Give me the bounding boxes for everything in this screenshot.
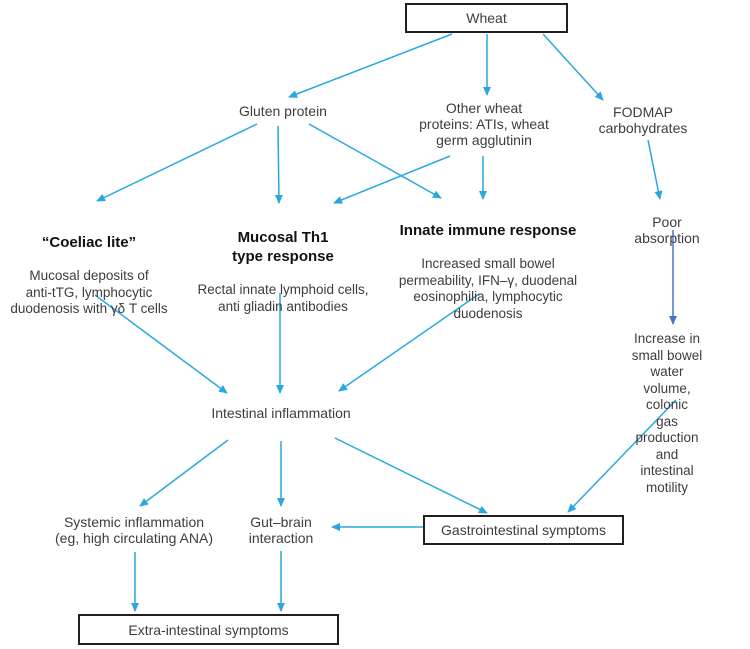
- arrow-fodmap-to-poor-absorption: [647, 139, 663, 200]
- innate-immune-body: Increased small bowel permeability, IFN–…: [398, 256, 578, 321]
- node-intestinal-inflammation: Intestinal inflammation: [211, 405, 351, 421]
- arrow-wheat-to-gluten-protein: [288, 33, 453, 98]
- node-systemic-inflammation: Systemic inflammation (eg, high circulat…: [55, 514, 213, 546]
- node-wheat: Wheat: [405, 3, 568, 33]
- arrow-gluten-to-mucosal-th1: [274, 125, 283, 204]
- node-increase-small-bowel: Increase in small bowel water volume, co…: [631, 331, 703, 495]
- coeliac-lite-body: Mucosal deposits of anti-tTG, lymphocyti…: [10, 268, 168, 316]
- node-extra-intestinal-symptoms: Extra-intestinal symptoms: [78, 614, 339, 645]
- arrow-intestinal-to-systemic-inflammation: [139, 439, 229, 507]
- node-poor-absorption: Poor absorption: [634, 214, 700, 246]
- node-gastrointestinal-symptoms: Gastrointestinal symptoms: [423, 515, 624, 545]
- node-coeliac-lite: “Coeliac lite” Mucosal deposits of anti-…: [10, 217, 167, 334]
- arrow-gluten-to-coeliac-lite: [96, 123, 258, 202]
- arrow-other-wheat-to-mucosal-th1: [333, 155, 451, 204]
- node-other-wheat-proteins: Other wheat proteins: ATIs, wheat germ a…: [419, 100, 549, 148]
- node-gluten-protein: Gluten protein: [239, 103, 327, 119]
- mucosal-th1-body: Rectal innate lymphoid cells, anti gliad…: [197, 282, 369, 314]
- arrow-wheat-to-fodmap: [542, 33, 604, 101]
- node-fodmap-carbohydrates: FODMAP carbohydrates: [598, 104, 688, 136]
- arrow-intestinal-to-gastrointestinal: [334, 437, 488, 514]
- mucosal-th1-heading: Mucosal Th1 type response: [232, 229, 334, 265]
- node-innate-immune-response: Innate immune response Increased small b…: [399, 205, 577, 338]
- node-mucosal-th1: Mucosal Th1 type response Rectal innate …: [197, 212, 368, 331]
- node-gut-brain-interaction: Gut–brain interaction: [248, 514, 314, 546]
- innate-immune-heading: Innate immune response: [399, 222, 577, 239]
- coeliac-lite-heading: “Coeliac lite”: [41, 234, 137, 251]
